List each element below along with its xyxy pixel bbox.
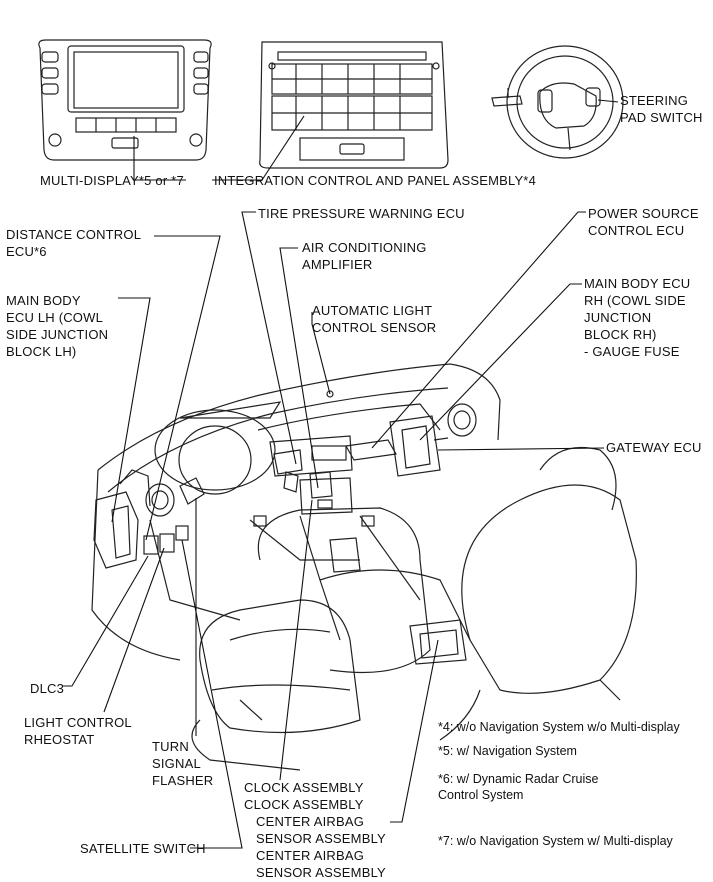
leader-lines bbox=[62, 99, 619, 849]
footnote-5: *5: w/ Navigation System bbox=[438, 744, 577, 758]
label-light-control-rheostat: LIGHT CONTROL RHEOSTAT bbox=[24, 715, 132, 747]
leader-dlc3 bbox=[62, 555, 149, 687]
leader-light-rheostat bbox=[103, 547, 165, 713]
multi-display-unit bbox=[38, 39, 212, 161]
label-main-body-ecu-lh: MAIN BODY ECU LH (COWL SIDE JUNCTION BLO… bbox=[6, 293, 109, 359]
leader-air-conditioning bbox=[279, 247, 319, 489]
label-multi-display: MULTI-DISPLAY*5 or *7 bbox=[40, 173, 184, 188]
label-center-airbag-sensor: CENTER AIRBAG SENSOR ASSEMBLY CENTER AIR… bbox=[256, 814, 386, 880]
components bbox=[93, 390, 467, 665]
label-tire-pressure-warning-ecu: TIRE PRESSURE WARNING ECU bbox=[258, 206, 465, 221]
label-main-body-ecu-rh: MAIN BODY ECU RH (COWL SIDE JUNCTION BLO… bbox=[584, 276, 691, 359]
leader-clock bbox=[279, 499, 313, 781]
label-distance-control-ecu: DISTANCE CONTROL ECU*6 bbox=[6, 227, 142, 259]
label-clock-assembly: CLOCK ASSEMBLY CLOCK ASSEMBLY bbox=[244, 780, 364, 812]
leader-tire-pressure bbox=[241, 211, 297, 465]
footnote-6: *6: w/ Dynamic Radar Cruise Control Syst… bbox=[438, 772, 599, 802]
label-satellite-switch: SATELLITE SWITCH bbox=[80, 841, 206, 856]
leader-power-source bbox=[371, 211, 586, 449]
dashboard bbox=[91, 363, 501, 661]
leader-multi-display bbox=[133, 136, 186, 181]
leader-gateway bbox=[437, 447, 605, 451]
label-power-source-control-ecu: POWER SOURCE CONTROL ECU bbox=[588, 206, 699, 238]
leader-main-body-lh bbox=[111, 297, 151, 523]
seats bbox=[191, 446, 637, 771]
label-air-conditioning-amplifier: AIR CONDITIONING AMPLIFIER bbox=[302, 240, 427, 272]
integration-panel-unit bbox=[259, 41, 449, 169]
label-gateway-ecu: GATEWAY ECU bbox=[606, 440, 702, 455]
label-turn-signal-flasher: TURN SIGNAL FLASHER bbox=[152, 739, 214, 788]
steering-wheel bbox=[491, 45, 624, 159]
leader-steering-pad bbox=[597, 99, 619, 103]
leader-auto-light bbox=[311, 312, 331, 395]
label-automatic-light-sensor: AUTOMATIC LIGHT CONTROL SENSOR bbox=[312, 303, 437, 335]
leader-satellite bbox=[181, 539, 243, 849]
label-integration-panel: INTEGRATION CONTROL AND PANEL ASSEMBLY*4 bbox=[214, 173, 536, 188]
leader-integration-panel bbox=[212, 115, 305, 181]
footnote-7: *7: w/o Navigation System w/ Multi-displ… bbox=[438, 834, 673, 848]
leader-main-body-rh bbox=[419, 283, 582, 441]
leader-center-airbag bbox=[390, 639, 439, 823]
leader-distance-control bbox=[145, 235, 221, 541]
footnote-4: *4: w/o Navigation System w/o Multi-disp… bbox=[438, 720, 680, 734]
label-steering-pad-switch: STEERING PAD SWITCH bbox=[620, 93, 703, 125]
label-dlc3: DLC3 bbox=[30, 681, 65, 696]
